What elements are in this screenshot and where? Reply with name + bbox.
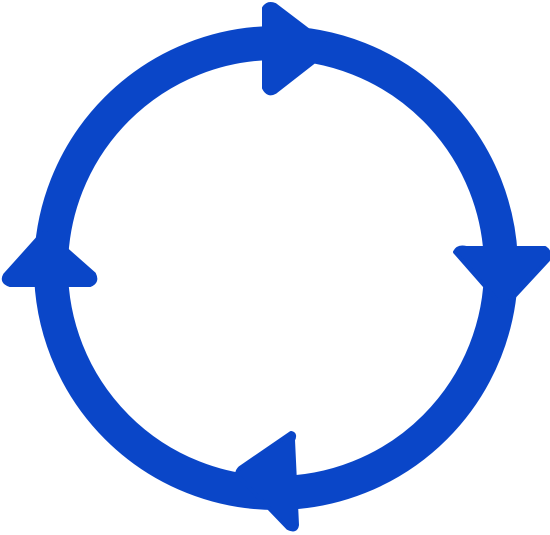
arrow-left-icon xyxy=(1,231,98,287)
arrow-top-icon xyxy=(262,2,330,96)
arrow-right-icon xyxy=(453,245,550,306)
arrow-bottom-icon xyxy=(235,431,299,532)
cycle-ring xyxy=(34,26,518,510)
